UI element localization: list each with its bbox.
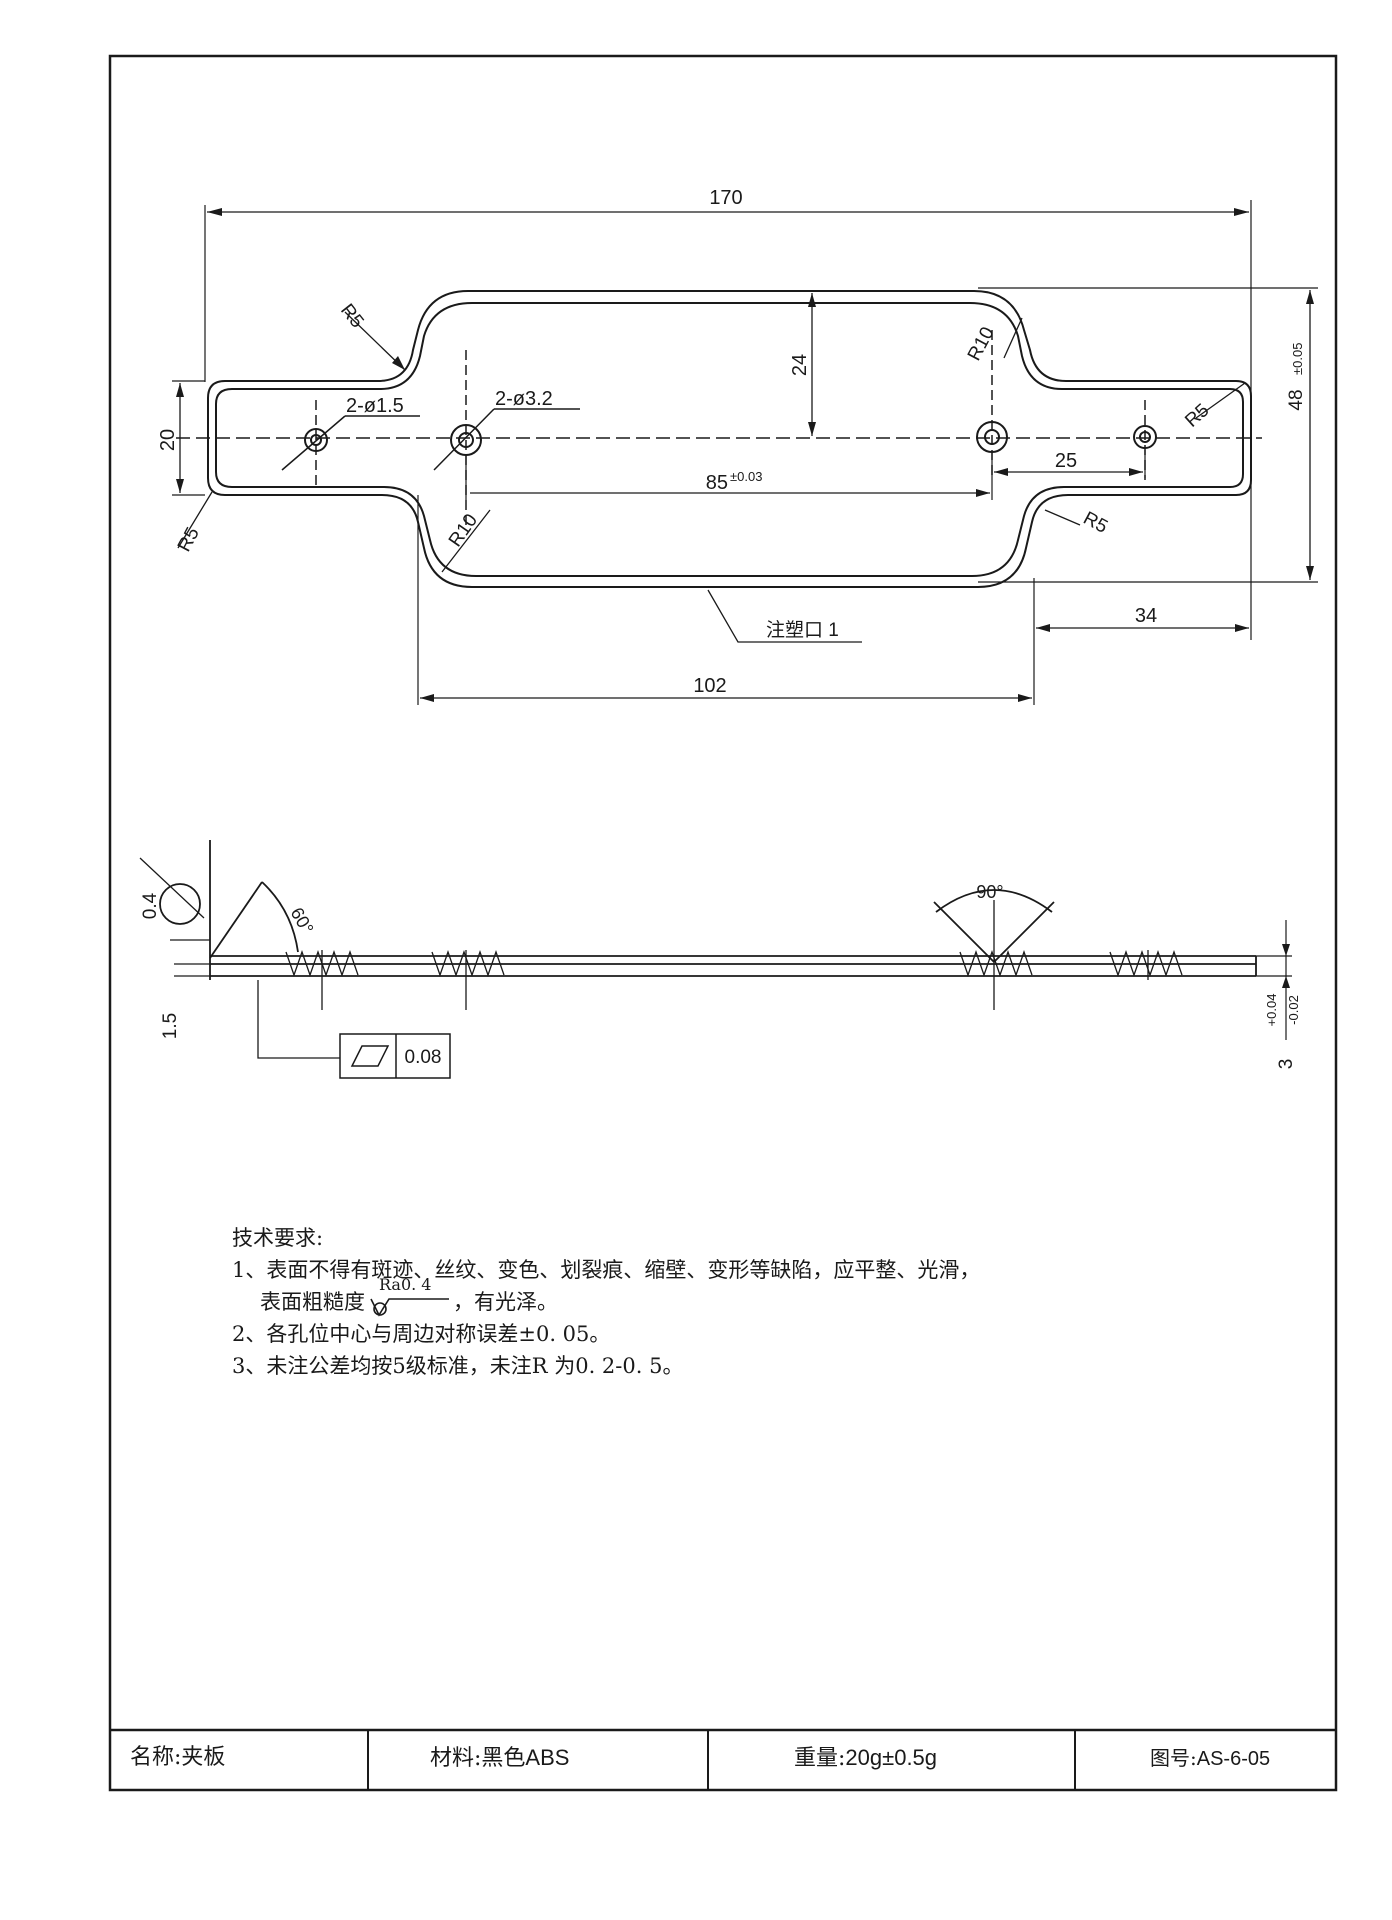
serration (285, 950, 359, 977)
side-arrowheads (1282, 944, 1290, 988)
dim-170: 170 (709, 187, 742, 209)
leader-r5 (1195, 382, 1246, 419)
chamfer-line (209, 881, 263, 959)
label-r10: R10 (964, 324, 999, 365)
dim-20: 20 (157, 429, 179, 451)
leader-r10 (1003, 317, 1023, 359)
hole-large-inner (984, 429, 1000, 445)
material-label: 材料: (430, 1746, 482, 1771)
tech-item-1-cont: 表面粗糙度 Ra0. 4 ，有光泽。 (232, 1275, 1232, 1318)
roughness-symbol: Ra0. 4 (365, 1275, 453, 1317)
dim-85: 85 (706, 472, 728, 494)
dim-34: 34 (1135, 605, 1157, 627)
flatness-frame (339, 1033, 451, 1079)
dim-3-tol-upper: +0.04 (1264, 994, 1279, 1027)
rib-leader (139, 857, 205, 919)
dim-102: 102 (693, 675, 726, 697)
roughness-value: Ra0. 4 (379, 1274, 432, 1294)
label-r5: R5 (1080, 508, 1111, 538)
title-block-material: 材料:黑色ABS (430, 1730, 569, 1786)
serration (1109, 950, 1183, 977)
name-label: 名称: (130, 1745, 182, 1770)
part-outline-inner (215, 302, 1244, 577)
name-value: 夹板 (181, 1745, 226, 1770)
dim-85-tol: ±0.03 (730, 469, 762, 484)
angle-60: 60° (287, 904, 318, 938)
hole-small (1133, 425, 1157, 449)
drawing-no-value: AS-6-05 (1196, 1748, 1271, 1770)
hole-small (304, 428, 328, 452)
technical-requirements: 技术要求: 1、表面不得有斑迹、丝纹、变色、划裂痕、缩壁、变形等缺陷，应平整、光… (232, 1222, 1232, 1382)
dim-48: 48 (1286, 389, 1307, 410)
v90-line (933, 901, 995, 963)
label-r5: R5 (174, 524, 204, 555)
dim-48-tol: ±0.05 (1290, 343, 1305, 375)
leader-r5 (1044, 509, 1081, 526)
hole-large-inner (458, 432, 474, 448)
flatness-leader (257, 980, 340, 1059)
tech-roughness-prefix: 表面粗糙度 (260, 1290, 365, 1314)
tech-item-3: 3、未注公差均按5级标准，未注R 为0. 2-0. 5。 (232, 1354, 684, 1378)
label-r10: R10 (445, 510, 482, 551)
arrowheads (176, 208, 1314, 702)
hole-small-inner (1139, 431, 1151, 443)
hole-small-inner (310, 434, 322, 446)
leader-r10 (441, 509, 491, 573)
title-block-weight: 重量:20g±0.5g (794, 1730, 937, 1786)
label-r5: R5 (1181, 400, 1213, 432)
flatness-value: 0.08 (405, 1047, 442, 1068)
angle-90: 90° (976, 882, 1003, 902)
angle-arc (261, 881, 299, 953)
leader-small-holes (281, 415, 346, 471)
leader-gate (707, 589, 862, 643)
tech-item-1: 1、表面不得有斑迹、丝纹、变色、划裂痕、缩壁、变形等缺陷，应平整、光滑， (232, 1258, 981, 1282)
v90-line (993, 901, 1055, 963)
part-outline-outer (207, 290, 1252, 588)
label-large-holes: 2-ø3.2 (495, 388, 553, 410)
dim-24: 24 (789, 354, 811, 376)
gate-label: 注塑口 1 (766, 619, 839, 641)
tech-roughness-suffix: ，有光泽。 (453, 1290, 558, 1314)
dim-1-5: 1.5 (160, 1013, 181, 1039)
material-value: 黑色ABS (481, 1745, 570, 1770)
dim-3-tol-lower: -0.02 (1286, 995, 1301, 1025)
drawing-no-label: 图号: (1150, 1746, 1197, 1770)
rib-circle (159, 883, 201, 925)
weight-value: 20g±0.5g (845, 1745, 938, 1770)
serration (959, 950, 1033, 977)
label-small-holes: 2-ø1.5 (346, 395, 404, 417)
tech-title: 技术要求: (232, 1226, 324, 1250)
flatness-icon (350, 1045, 390, 1067)
weight-label: 重量: (794, 1746, 846, 1771)
title-block-name: 名称:夹板 (130, 1730, 225, 1786)
dim-0-4: 0.4 (140, 892, 161, 919)
drawing-border (108, 54, 1338, 1792)
dim-3: 3 (1276, 1059, 1297, 1070)
title-block-drawing-no: 图号:AS-6-05 (1150, 1730, 1270, 1786)
leader-r5 (177, 491, 213, 549)
angle-arc (935, 889, 1053, 913)
label-r5: R5 (336, 300, 368, 332)
leader-large-holes (433, 408, 495, 471)
tech-item-2: 2、各孔位中心与周边对称误差±0. 05。 (232, 1322, 611, 1346)
serration (431, 950, 505, 977)
dim-25: 25 (1055, 450, 1077, 472)
